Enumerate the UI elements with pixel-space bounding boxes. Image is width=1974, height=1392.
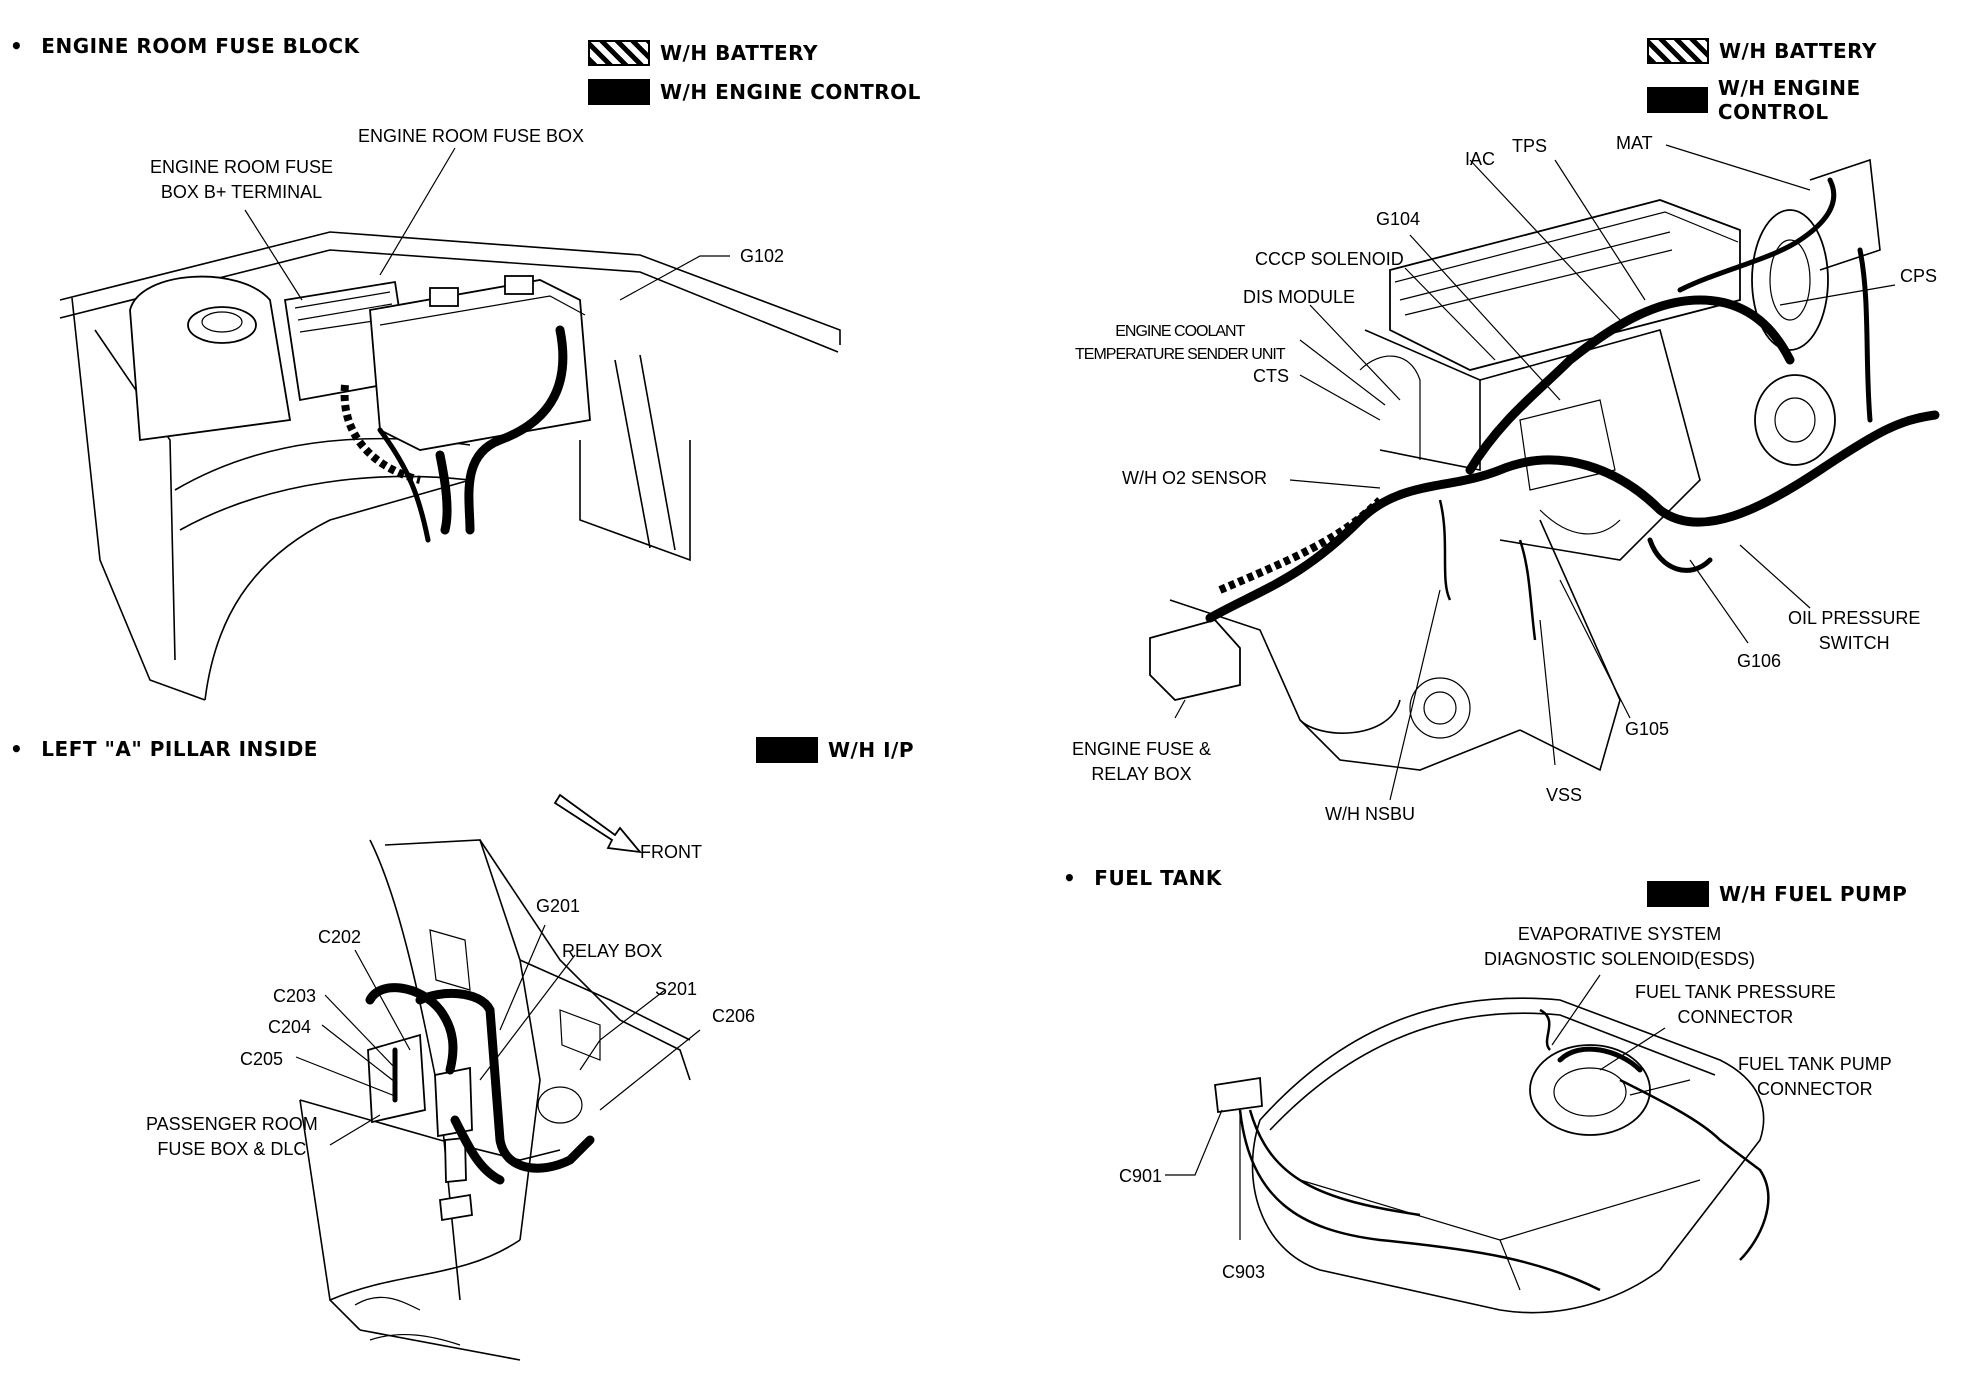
label-o2-sensor: W/H O2 SENSOR bbox=[1122, 468, 1268, 488]
solid-swatch bbox=[756, 737, 818, 763]
label-g106: G106 bbox=[1737, 651, 1782, 671]
legend-label: W/H ENGINE CONTROL bbox=[1717, 76, 1861, 124]
label-oil-pressure-switch: OIL PRESSURE SWITCH bbox=[1788, 608, 1921, 653]
a-pillar-illustration bbox=[295, 793, 701, 1361]
label-esds: EVAPORATIVE SYSTEM DIAGNOSTIC SOLENOID(E… bbox=[1484, 924, 1756, 969]
section-title-left-a-pillar: • LEFT "A" PILLAR INSIDE bbox=[10, 737, 318, 761]
label-dis-module: DIS MODULE bbox=[1243, 287, 1356, 307]
legend-label: W/H I/P bbox=[828, 738, 914, 762]
label-g105: G105 bbox=[1625, 719, 1670, 739]
label-c203: C203 bbox=[273, 986, 317, 1006]
hatched-swatch bbox=[1647, 38, 1709, 64]
bullet: • bbox=[10, 737, 24, 761]
label-s201: S201 bbox=[655, 979, 698, 999]
legend-engine-control-engine: W/H ENGINE CONTROL bbox=[1647, 76, 1974, 124]
label-cccp-solenoid: CCCP SOLENOID bbox=[1255, 249, 1404, 269]
label-nsbu: W/H NSBU bbox=[1325, 804, 1415, 824]
legend-ip: W/H I/P bbox=[756, 737, 914, 763]
label-c205: C205 bbox=[240, 1049, 284, 1069]
label-fuel-tank-pressure: FUEL TANK PRESSURE CONNECTOR bbox=[1635, 982, 1836, 1027]
legend-battery-engine: W/H BATTERY bbox=[1647, 38, 1877, 64]
label-fuel-tank-pump: FUEL TANK PUMP CONNECTOR bbox=[1738, 1054, 1892, 1099]
label-c202: C202 bbox=[318, 927, 362, 947]
solid-swatch bbox=[1647, 881, 1709, 907]
label-c903: C903 bbox=[1222, 1262, 1266, 1282]
solid-swatch bbox=[1647, 87, 1708, 113]
section-title-text: FUEL TANK bbox=[1094, 866, 1222, 890]
solid-swatch bbox=[588, 79, 650, 105]
label-iac: IAC bbox=[1465, 149, 1496, 169]
legend-fuel-pump: W/H FUEL PUMP bbox=[1647, 881, 1907, 907]
label-cps: CPS bbox=[1900, 266, 1938, 286]
label-mat: MAT bbox=[1616, 133, 1653, 153]
section-title-text: LEFT "A" PILLAR INSIDE bbox=[41, 737, 318, 761]
section-title-engine-room-fuse-block: • ENGINE ROOM FUSE BLOCK bbox=[10, 34, 360, 58]
legend-battery-fuse-block: W/H BATTERY bbox=[588, 40, 818, 66]
label-c206: C206 bbox=[712, 1006, 756, 1026]
engine-room-illustration bbox=[59, 147, 841, 701]
label-cts: CTS bbox=[1253, 366, 1289, 386]
fuel-tank-illustration bbox=[1165, 974, 1770, 1314]
section-title-fuel-tank: • FUEL TANK bbox=[1063, 866, 1222, 890]
legend-label: W/H BATTERY bbox=[660, 41, 818, 65]
label-engine-fuse-relay-box: ENGINE FUSE & RELAY BOX bbox=[1072, 739, 1212, 784]
label-fuse-box-b-terminal: ENGINE ROOM FUSE BOX B+ TERMINAL bbox=[150, 157, 334, 202]
label-g102: G102 bbox=[740, 246, 785, 266]
legend-engine-control-fuse-block: W/H ENGINE CONTROL bbox=[588, 79, 921, 105]
bullet: • bbox=[1063, 866, 1077, 890]
engine-illustration bbox=[1149, 144, 1940, 801]
hatched-swatch bbox=[588, 40, 650, 66]
label-g201: G201 bbox=[536, 896, 581, 916]
label-engine-room-fuse-box: ENGINE ROOM FUSE BOX bbox=[358, 126, 585, 146]
label-relay-box: RELAY BOX bbox=[562, 941, 663, 961]
label-front: FRONT bbox=[640, 842, 702, 862]
label-c204: C204 bbox=[268, 1017, 312, 1037]
label-coolant-sender: ENGINE COOLANT TEMPERATURE SENDER UNIT bbox=[1075, 323, 1286, 363]
label-g104: G104 bbox=[1376, 209, 1421, 229]
label-c901: C901 bbox=[1119, 1166, 1163, 1186]
label-vss: VSS bbox=[1546, 785, 1583, 805]
bullet: • bbox=[10, 34, 24, 58]
legend-label: W/H BATTERY bbox=[1719, 39, 1877, 63]
label-tps: TPS bbox=[1512, 136, 1548, 156]
legend-label: W/H FUEL PUMP bbox=[1719, 882, 1908, 906]
label-passenger-fuse-box: PASSENGER ROOM FUSE BOX & DLC bbox=[146, 1114, 318, 1159]
legend-label: W/H ENGINE CONTROL bbox=[660, 80, 921, 104]
section-title-text: ENGINE ROOM FUSE BLOCK bbox=[41, 34, 360, 58]
